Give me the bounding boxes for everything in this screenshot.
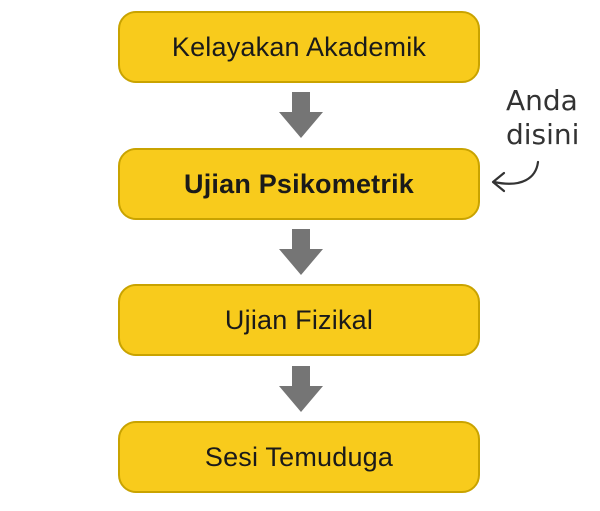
- down-arrow-icon: [279, 92, 323, 138]
- down-arrow-icon: [279, 229, 323, 275]
- annotation-text: Anda disini: [506, 84, 580, 151]
- step-label: Kelayakan Akademik: [171, 31, 427, 62]
- step-sesi-temuduga: Sesi Temuduga: [118, 421, 480, 493]
- step-label: Ujian Psikometrik: [184, 168, 414, 199]
- down-arrow-icon: [279, 366, 323, 412]
- step-kelayakan-akademik: Kelayakan Akademik: [118, 11, 480, 83]
- curved-arrow-icon: [491, 160, 540, 193]
- you-are-here-annotation: Anda disini: [486, 84, 600, 204]
- step-ujian-fizikal: Ujian Fizikal: [118, 284, 480, 356]
- step-label: Sesi Temuduga: [204, 441, 394, 472]
- step-label: Ujian Fizikal: [224, 304, 374, 335]
- step-ujian-psikometrik: Ujian Psikometrik: [118, 148, 480, 220]
